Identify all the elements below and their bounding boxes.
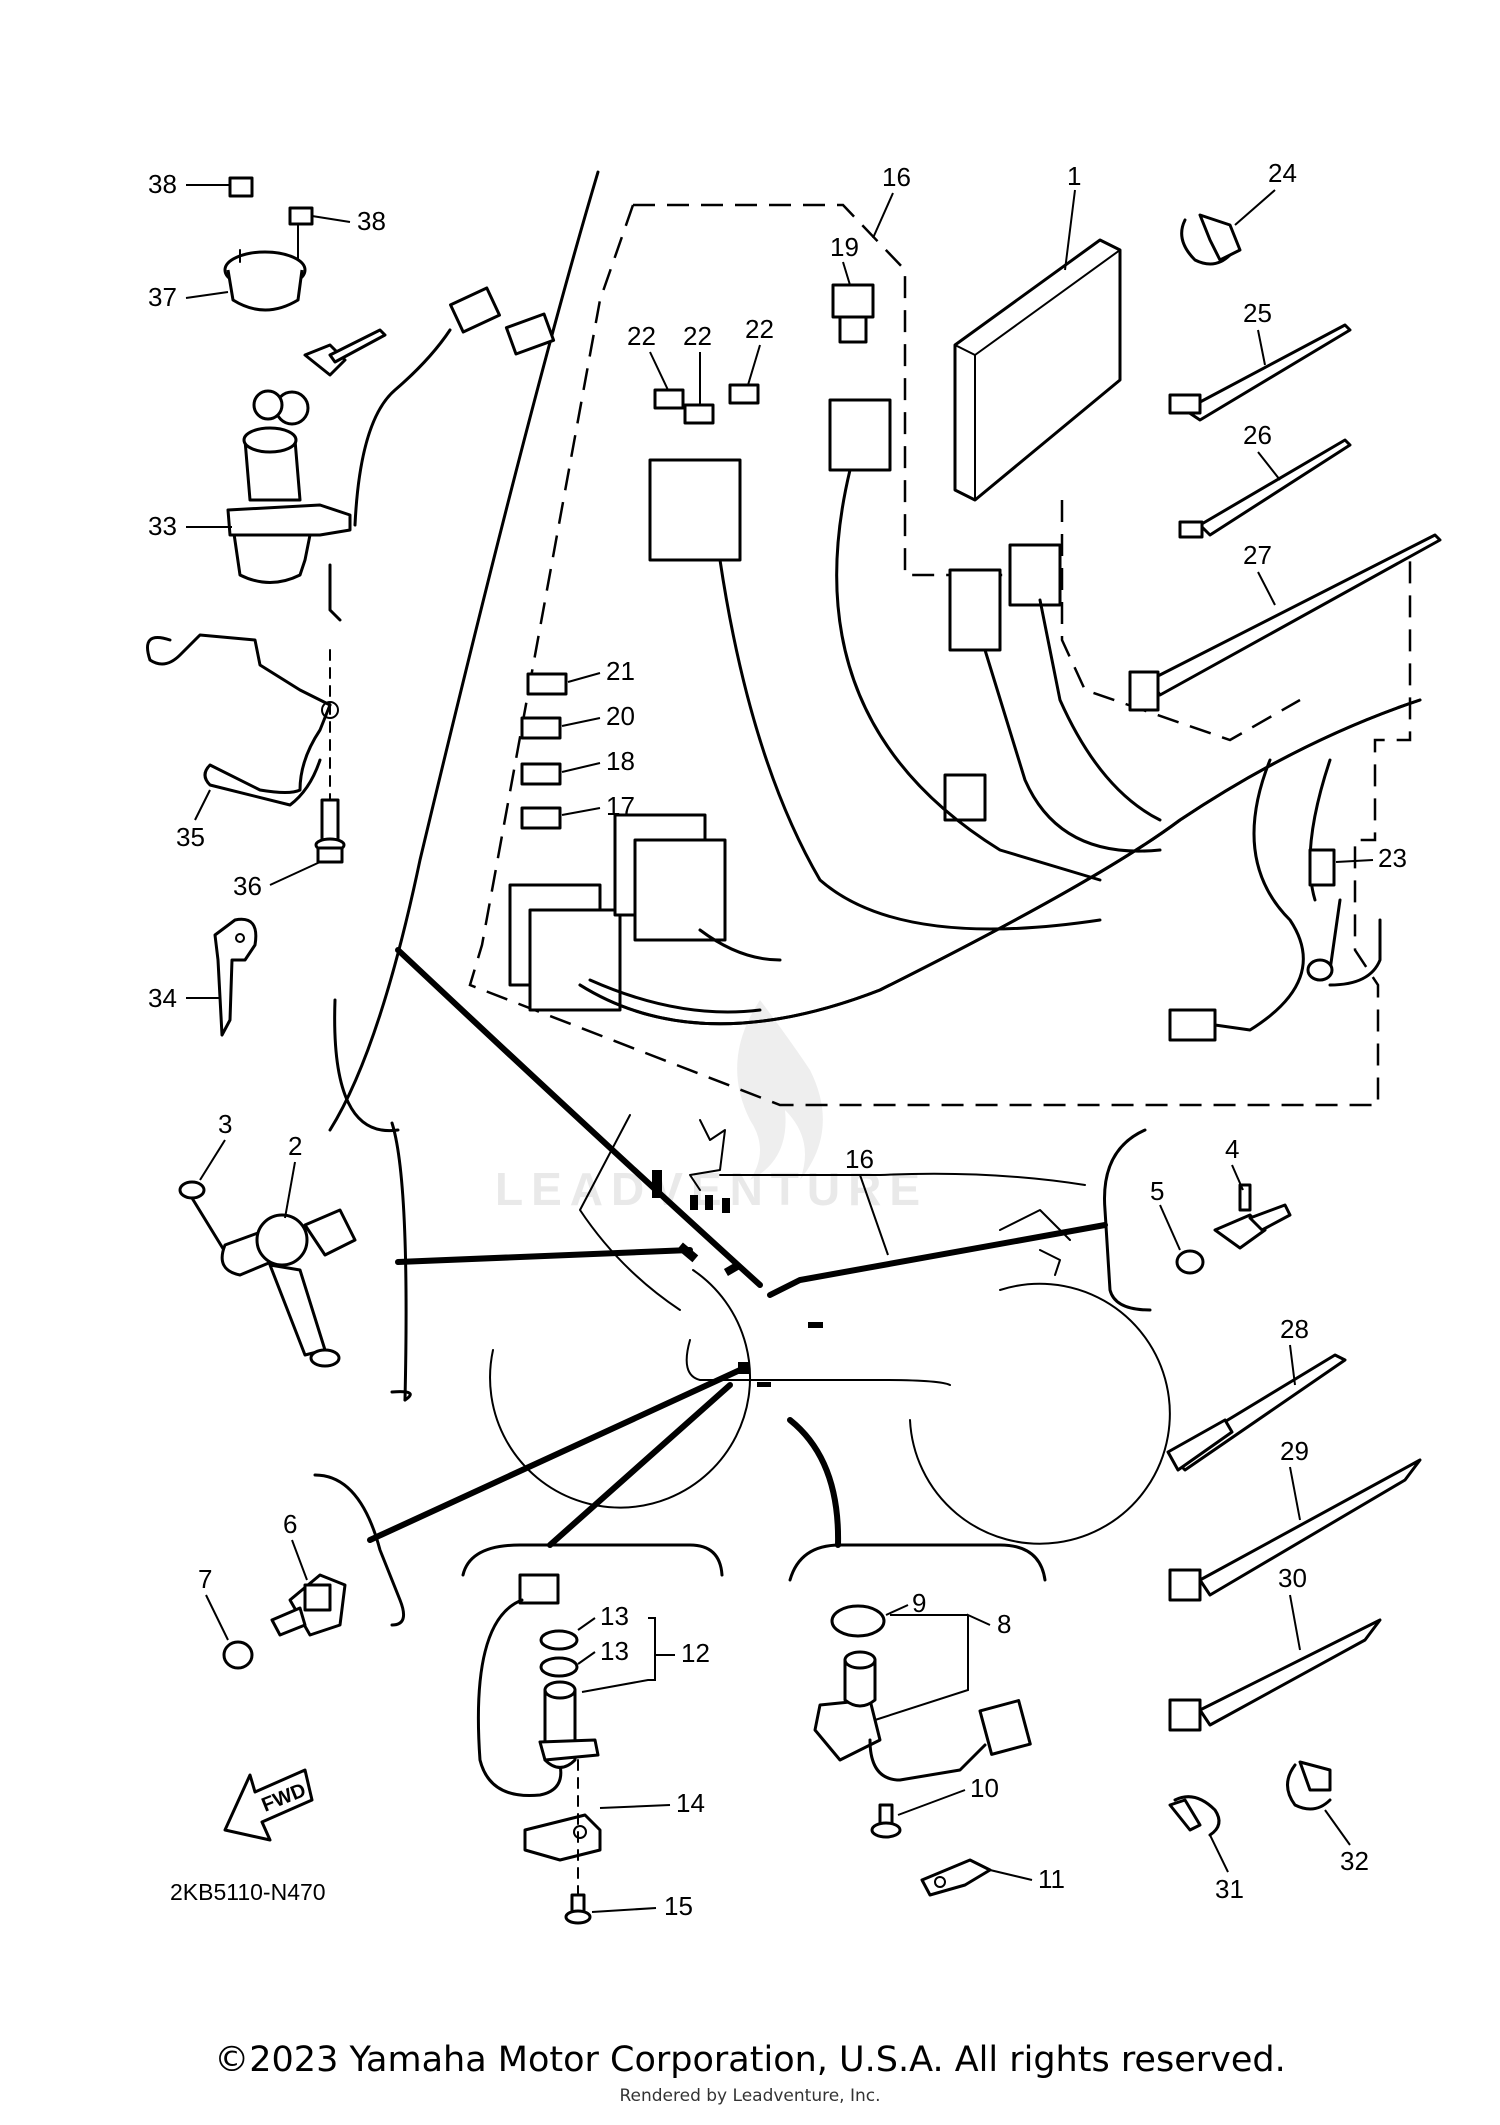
copyright-notice: ©2023 Yamaha Motor Corporation, U.S.A. A… — [214, 2040, 1286, 2080]
part-24-clamp — [1180, 213, 1242, 266]
callout-13b: 13 — [600, 1636, 629, 1666]
callout-15: 15 — [664, 1891, 693, 1921]
part-13-o-ring-b — [539, 1656, 579, 1678]
part-34-key — [213, 917, 258, 1037]
part-9-o-ring — [830, 1604, 886, 1638]
part-32-clamp — [1286, 1760, 1332, 1811]
bike-silhouette — [489, 1114, 1171, 1545]
callout-26: 26 — [1243, 420, 1272, 450]
callout-20: 20 — [606, 701, 635, 731]
part-15-screw — [564, 1759, 592, 1925]
part-16-wire-harness — [578, 468, 1422, 1032]
relay-blocks — [508, 398, 1217, 1042]
part-31-clamp — [1168, 1795, 1221, 1837]
part-17-fuse — [520, 806, 562, 830]
callout-38a: 38 — [148, 169, 177, 199]
part-33-main-switch — [226, 286, 556, 622]
callout-7: 7 — [198, 1564, 212, 1594]
callout-35: 35 — [176, 822, 205, 852]
callout-21: 21 — [606, 656, 635, 686]
part-1-ecu — [953, 238, 1122, 502]
callout-30: 30 — [1278, 1563, 1307, 1593]
callout-19: 19 — [830, 232, 859, 262]
part-20-fuse — [520, 716, 562, 740]
diagram-code: 2KB5110-N470 — [170, 1879, 326, 1905]
callout-29: 29 — [1280, 1436, 1309, 1466]
callout-25: 25 — [1243, 298, 1272, 328]
part-6-neutral-switch — [270, 1573, 347, 1637]
callout-8: 8 — [997, 1609, 1011, 1639]
callout-13a: 13 — [600, 1601, 629, 1631]
callout-28: 28 — [1280, 1314, 1309, 1344]
fwd-arrow-icon: FWD — [223, 1768, 314, 1842]
callout-6: 6 — [283, 1509, 297, 1539]
part-22-fuse-c — [728, 383, 760, 405]
part-10-screw — [870, 1803, 902, 1839]
part-5-gasket — [1175, 1249, 1205, 1275]
callout-2: 2 — [288, 1131, 302, 1161]
callout-14: 14 — [676, 1788, 705, 1818]
part-18-fuse — [520, 762, 562, 786]
callout-31: 31 — [1215, 1874, 1244, 1904]
callout-36: 36 — [233, 871, 262, 901]
callout-37: 37 — [148, 282, 177, 312]
callout-11: 11 — [1038, 1864, 1065, 1894]
part-13-o-ring-a — [539, 1629, 579, 1651]
part-19-relay — [831, 283, 875, 344]
part-27-cable-tie — [1128, 533, 1442, 712]
callout-4: 4 — [1225, 1134, 1239, 1164]
part-36-bolt — [314, 649, 346, 864]
rendered-by-notice: Rendered by Leadventure, Inc. — [619, 2086, 881, 2106]
part-14-bracket — [523, 1813, 602, 1862]
callout-23: 23 — [1378, 843, 1407, 873]
part-22-fuse-a — [653, 388, 685, 410]
callout-38b: 38 — [357, 206, 386, 236]
callout-16b: 16 — [845, 1144, 874, 1174]
part-22-fuse-b — [683, 403, 715, 425]
callout-16a: 16 — [882, 162, 911, 192]
callout-33: 33 — [148, 511, 177, 541]
callouts: 1 2 3 4 5 6 7 8 9 10 11 12 13 13 14 15 1… — [148, 158, 1407, 1921]
part-11-clamp — [920, 1858, 992, 1897]
callout-22a: 22 — [627, 321, 656, 351]
callout-22c: 22 — [745, 314, 774, 344]
part-35-wire-lock — [146, 633, 339, 807]
part-25-cable-tie — [1168, 323, 1352, 422]
callout-1: 1 — [1067, 161, 1081, 191]
part-37-key-cover — [223, 249, 307, 312]
callout-9: 9 — [912, 1588, 926, 1618]
callout-32: 32 — [1340, 1846, 1369, 1876]
part-7-gasket — [222, 1640, 254, 1670]
callout-3: 3 — [218, 1109, 232, 1139]
part-30-cable-tie — [1168, 1618, 1382, 1732]
callout-27: 27 — [1243, 540, 1272, 570]
part-38-cap-a — [228, 176, 254, 198]
callout-17: 17 — [606, 791, 635, 821]
part-12-sensor-assembly — [476, 1573, 600, 1798]
part-4-temperature-sensor — [1213, 1183, 1292, 1250]
part-29-cable-tie — [1168, 1458, 1422, 1602]
part-2-crank-position-sensor — [220, 1208, 357, 1368]
part-8-speed-sensor — [813, 1650, 1032, 1782]
pointer-lines — [367, 947, 1108, 1548]
callout-5: 5 — [1150, 1176, 1164, 1206]
callout-10: 10 — [970, 1773, 999, 1803]
callout-12: 12 — [681, 1638, 710, 1668]
part-28-cable-tie — [1166, 1353, 1347, 1472]
callout-22b: 22 — [683, 321, 712, 351]
part-21-fuse — [526, 672, 568, 696]
callout-18: 18 — [606, 746, 635, 776]
callout-34: 34 — [148, 983, 177, 1013]
callout-24: 24 — [1268, 158, 1297, 188]
part-26-cable-tie — [1178, 438, 1352, 539]
